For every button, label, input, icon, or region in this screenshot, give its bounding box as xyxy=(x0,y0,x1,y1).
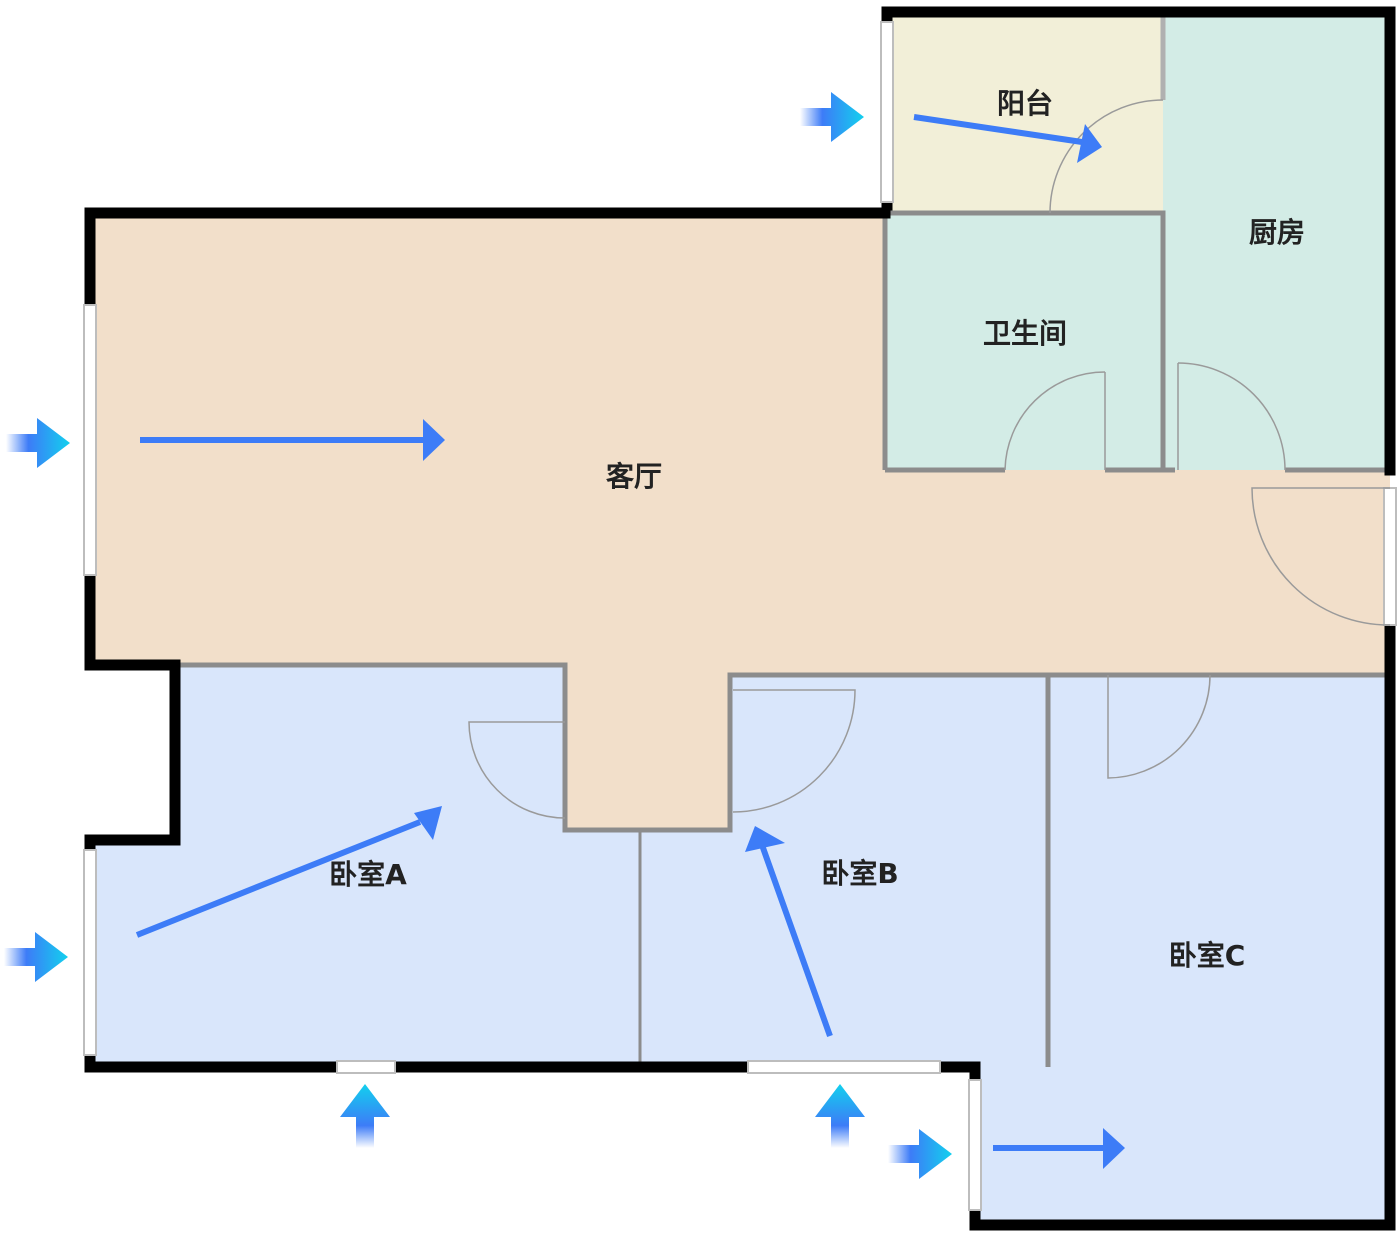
window-arrow-bedroom-a-south xyxy=(340,1084,390,1148)
window-arrows xyxy=(4,92,952,1179)
label-bedroom-b: 卧室B xyxy=(821,857,898,890)
label-kitchen: 厨房 xyxy=(1249,216,1305,249)
room-bedroom-c xyxy=(975,675,1390,1225)
label-living-room: 客厅 xyxy=(606,460,662,493)
inner-walls xyxy=(175,15,1390,1067)
window-arrow-balcony xyxy=(800,92,864,142)
arrow-bedroom-c xyxy=(993,1128,1125,1169)
room-bathroom xyxy=(885,213,1163,470)
window-arrow-living xyxy=(6,418,70,468)
room-living xyxy=(90,213,1390,830)
windows xyxy=(83,21,1397,1211)
arrow-bedroom-a xyxy=(135,806,442,938)
flow-arrows xyxy=(135,114,1125,1169)
arrow-balcony xyxy=(913,114,1102,163)
label-balcony: 阳台 xyxy=(997,87,1053,120)
room-balcony xyxy=(887,15,1163,213)
window-arrow-bedroom-a-west xyxy=(4,932,68,982)
room-bedroom-b xyxy=(640,675,1048,1067)
room-kitchen xyxy=(1163,15,1388,470)
label-bedroom-c: 卧室C xyxy=(1169,939,1246,972)
label-bathroom: 卫生间 xyxy=(983,317,1067,350)
room-bedroom-a xyxy=(90,665,640,1067)
window-arrow-bedroom-b-south xyxy=(815,1084,865,1148)
arrow-living xyxy=(140,419,445,461)
window-arrow-bedroom-c xyxy=(888,1129,952,1179)
arrow-bedroom-b xyxy=(745,826,833,1038)
label-bedroom-a: 卧室A xyxy=(329,858,407,891)
